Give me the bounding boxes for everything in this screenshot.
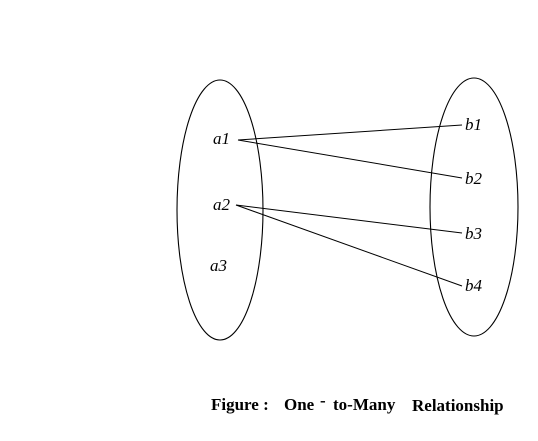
element-b1: b1 bbox=[465, 115, 482, 134]
edge-a1-b2 bbox=[237, 139, 463, 179]
element-a1: a1 bbox=[213, 129, 230, 148]
element-b4: b4 bbox=[465, 276, 483, 295]
figure-caption-prefix: Figure : bbox=[211, 395, 269, 414]
figure-caption-to-many: to-Many bbox=[333, 395, 396, 414]
set-a-ellipse bbox=[176, 79, 264, 341]
element-a3: a3 bbox=[210, 256, 227, 275]
figure-caption-dash: - bbox=[320, 391, 326, 410]
set-b-ellipse bbox=[429, 77, 519, 337]
edge-a2-b4 bbox=[235, 204, 463, 287]
element-b2: b2 bbox=[465, 169, 483, 188]
element-a2: a2 bbox=[213, 195, 231, 214]
figure-caption-relationship: Relationship bbox=[412, 396, 504, 415]
edge-a1-b1 bbox=[237, 124, 463, 141]
edge-a2-b3 bbox=[235, 204, 463, 234]
figure-caption-one: One bbox=[284, 395, 315, 414]
element-b3: b3 bbox=[465, 224, 482, 243]
